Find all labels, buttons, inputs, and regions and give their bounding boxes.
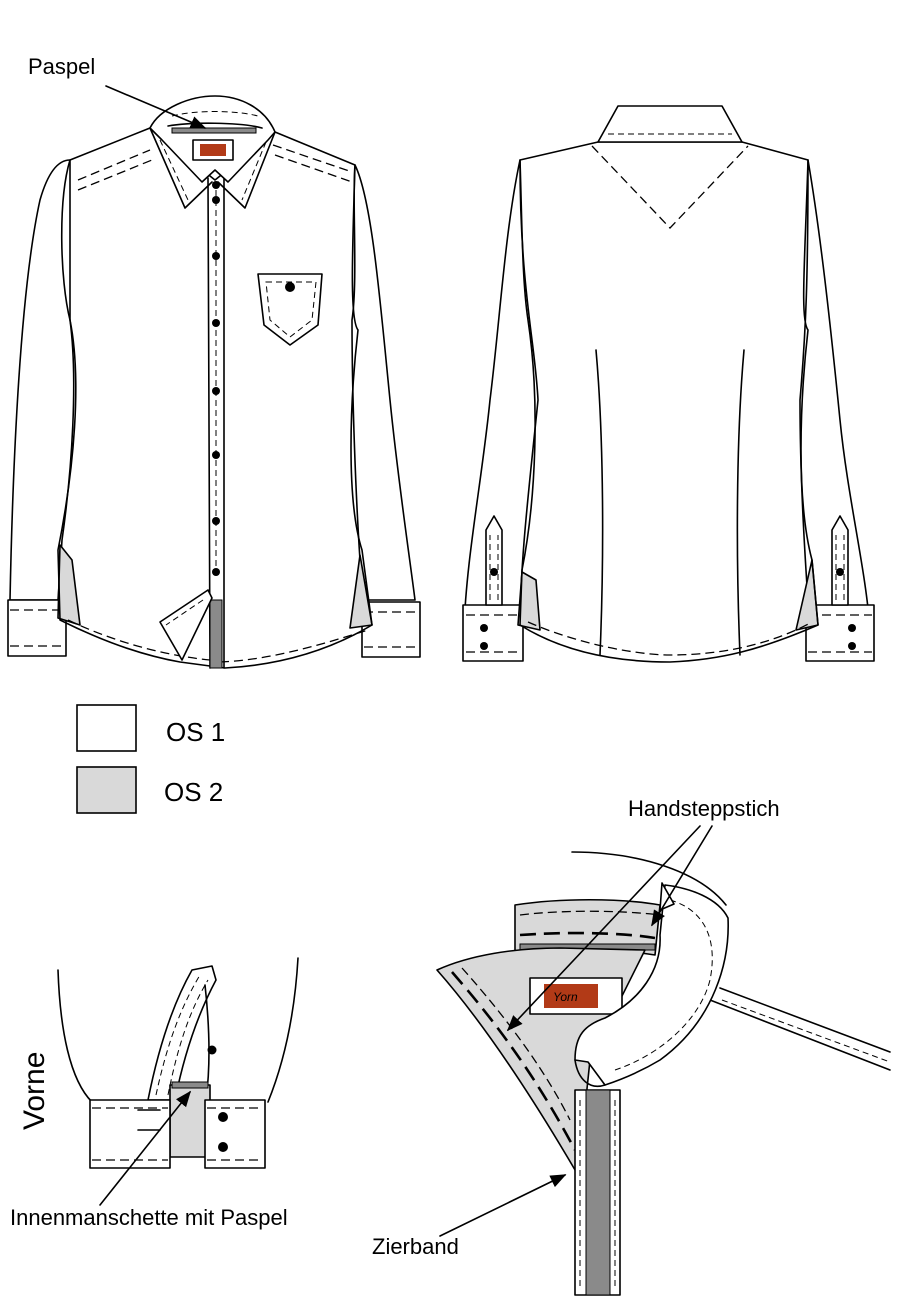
outer-collar	[574, 884, 729, 1086]
shirt-front-view	[7, 95, 421, 669]
right-sleeve	[351, 164, 416, 601]
cuff-placket-strap	[147, 965, 217, 1101]
label-innenmanschette: Innenmanschette mit Paspel	[10, 1205, 288, 1230]
legend-label-os1: OS 1	[166, 717, 225, 747]
back-right-sleeve-placket	[831, 515, 849, 606]
legend-swatch-os2	[76, 766, 137, 814]
left-sleeve	[9, 159, 75, 601]
collar-brand-label	[200, 144, 226, 156]
right-side-gusset	[349, 554, 373, 629]
callouts: Paspel Handsteppstich Vorne Innenmansche…	[10, 54, 780, 1259]
open-front-flap	[159, 589, 213, 661]
arrow-zierband	[439, 1174, 567, 1237]
legend-label-os2: OS 2	[164, 777, 223, 807]
legend: OS 1 OS 2	[76, 704, 225, 814]
back-collar	[597, 105, 743, 143]
collar-detail: Yorn	[436, 851, 891, 1296]
cuff-right-panel	[204, 1099, 266, 1169]
front-placket-piping	[209, 599, 223, 669]
arrow-handsteppstich-2	[506, 825, 701, 1032]
arrow-paspel	[105, 85, 207, 129]
label-handsteppstich: Handsteppstich	[628, 796, 780, 821]
arrow-innenmanschette	[99, 1090, 191, 1206]
legend-swatch-os1	[76, 704, 137, 752]
left-side-gusset	[57, 544, 81, 626]
label-vorne: Vorne	[18, 1052, 51, 1130]
arrow-handsteppstich-1	[651, 825, 713, 927]
collar-piping	[171, 127, 257, 134]
right-cuff	[361, 601, 421, 658]
front-body-outline	[57, 127, 373, 669]
collar-brand-label-detail	[544, 984, 598, 1008]
label-paspel: Paspel	[28, 54, 95, 79]
inner-cuff	[169, 1084, 211, 1158]
brand-label-text: Yorn	[553, 990, 578, 1004]
chest-pocket	[257, 273, 323, 346]
shirt-back-view	[462, 105, 875, 663]
label-zierband: Zierband	[372, 1234, 459, 1259]
zierband-fill	[585, 1089, 611, 1296]
back-left-sleeve-placket	[485, 515, 503, 606]
left-cuff	[7, 599, 67, 657]
cuff-detail	[57, 957, 299, 1169]
back-body-outline	[519, 141, 819, 663]
